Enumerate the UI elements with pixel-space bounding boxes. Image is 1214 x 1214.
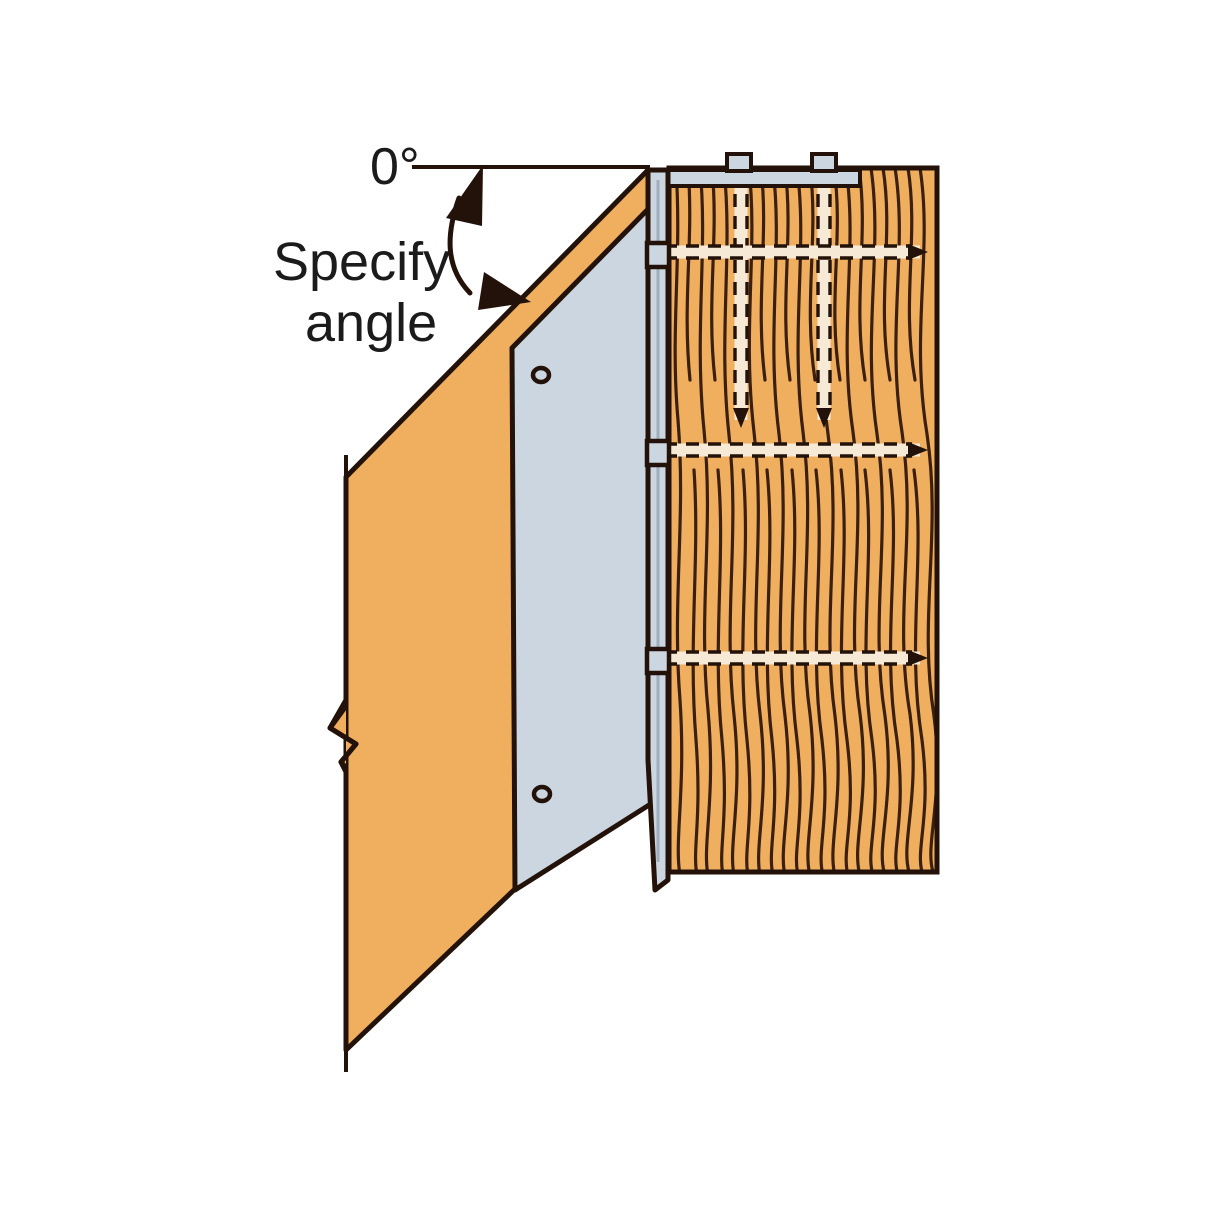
angle-arrowhead-upper bbox=[446, 165, 483, 226]
fastener-group bbox=[664, 172, 928, 666]
side-plate-hole-upper bbox=[530, 365, 552, 385]
hanger-side-tab-1 bbox=[644, 240, 672, 270]
zero-degree-label: 0° bbox=[370, 138, 420, 196]
joist-break-symbol bbox=[327, 697, 359, 775]
specify-angle-label-line1: Specify bbox=[273, 232, 450, 292]
hanger-top-tab-2 bbox=[810, 152, 838, 173]
specify-angle-arrow bbox=[446, 165, 531, 310]
post-grain-lines bbox=[673, 168, 937, 872]
hanger-top-tab-1 bbox=[725, 152, 753, 173]
fastener-horizontal-3 bbox=[664, 650, 928, 666]
fastener-horizontal-1 bbox=[664, 244, 928, 260]
hanger-bend-strip bbox=[645, 167, 671, 893]
hanger-side-tabs bbox=[644, 240, 672, 676]
fastener-vertical-1 bbox=[733, 172, 749, 428]
side-plate-hole-lower bbox=[531, 784, 553, 804]
angle-arrowhead-lower bbox=[478, 272, 531, 310]
specify-angle-label-line2: angle bbox=[305, 293, 437, 353]
fastener-horizontal-2 bbox=[664, 442, 928, 458]
hanger-side-tab-3 bbox=[644, 646, 672, 676]
hanger-side-tab-2 bbox=[644, 438, 672, 468]
wood-post bbox=[666, 165, 940, 875]
fastener-vertical-2 bbox=[816, 172, 832, 428]
